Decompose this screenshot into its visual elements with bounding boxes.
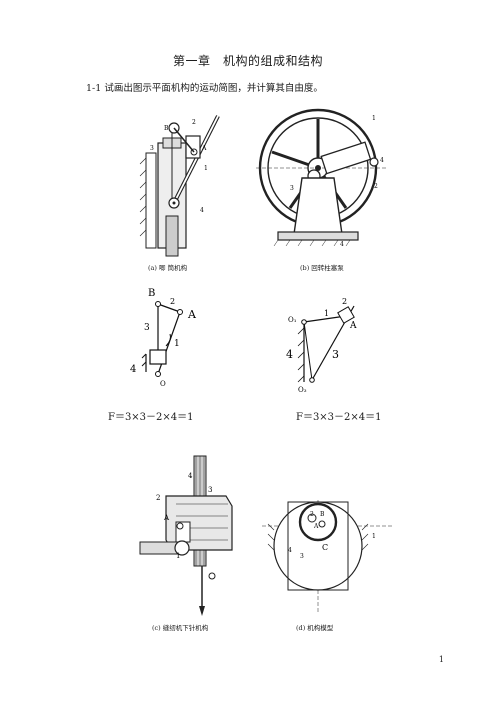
- sketch-a-label-A: A: [187, 308, 197, 321]
- fig-a-label-2: 2: [192, 119, 196, 126]
- fig-d-label-3: 3: [300, 553, 304, 560]
- fig-b-label-2: 2: [374, 183, 378, 190]
- fig-b-label-1: 1: [372, 115, 376, 122]
- fig-a-label-1: 1: [204, 165, 208, 172]
- formula-right: F＝3×3－2×4＝1: [296, 412, 382, 423]
- fig-d-label-1: 1: [372, 533, 376, 540]
- sketch-b-label-3: 3: [332, 348, 339, 361]
- kinematic-sketch-a: B 2 A 3 1 4 O: [130, 288, 197, 388]
- chapter-title: 第一章 机构的组成和结构: [172, 54, 323, 68]
- fig-b-label-3: 3: [290, 185, 294, 192]
- sketch-a-label-O: O: [160, 380, 166, 388]
- sketch-a-label-2: 2: [170, 297, 175, 306]
- figure-a-caption: (a) 唧 筒机构: [148, 264, 188, 272]
- fig-c-label-4: 4: [188, 472, 193, 480]
- fig-a-label-3: 3: [150, 145, 154, 152]
- fig-b-label-4: 4: [380, 157, 384, 164]
- fig-a-label-4: 4: [200, 207, 204, 214]
- figure-b-rotary-pump: 1 4 2 3 4: [256, 108, 386, 248]
- fig-c-label-1: 1: [176, 552, 180, 560]
- problem-statement: 1-1 试画出图示平面机构的运动简图，并计算其自由度。: [86, 83, 323, 94]
- sketch-a-label-1: 1: [174, 339, 180, 349]
- figure-c-caption: (c) 缝纫机下针机构: [152, 624, 209, 632]
- fig-a-label-A: A: [201, 145, 207, 152]
- sketch-a-label-4: 4: [130, 364, 136, 375]
- sketch-b-label-1: 1: [324, 309, 329, 318]
- kinematic-sketch-b: O₁ 1 2 A 4 3 O₃: [286, 297, 357, 394]
- fig-b-label-4b: 4: [340, 241, 344, 248]
- figure-b-caption: (b) 回转柱塞泵: [300, 264, 344, 272]
- page-number: 1: [438, 655, 444, 664]
- fig-c-label-A: A: [163, 514, 170, 522]
- fig-d-label-C: C: [322, 543, 328, 552]
- fig-d-label-B: B: [320, 511, 325, 518]
- fig-c-label-3: 3: [208, 486, 212, 494]
- sketch-b-label-O1: O₁: [288, 316, 297, 324]
- sketch-a-label-B: B: [148, 288, 155, 299]
- figure-d-mechanism-model: 2 B A C 1 4 3: [262, 500, 392, 612]
- fig-d-label-4: 4: [288, 547, 292, 554]
- sketch-b-label-O3: O₃: [298, 386, 307, 394]
- sketch-a-label-3: 3: [144, 323, 150, 333]
- figure-d-caption: (d) 机构模型: [296, 624, 334, 632]
- figure-a-pump-mechanism: 2 B 3 A 1 4: [139, 115, 220, 257]
- fig-d-label-2: 2: [310, 511, 314, 518]
- fig-c-label-2: 2: [156, 494, 160, 502]
- sketch-b-label-A: A: [349, 321, 357, 331]
- sketch-b-label-4: 4: [286, 348, 293, 361]
- sketch-b-label-2: 2: [342, 297, 347, 306]
- formula-left: F＝3×3－2×4＝1: [108, 412, 194, 423]
- fig-d-label-A: A: [313, 523, 319, 530]
- figure-c-sewing-needle: 4 3 2 A 1: [139, 455, 233, 616]
- fig-a-label-B: B: [164, 125, 169, 132]
